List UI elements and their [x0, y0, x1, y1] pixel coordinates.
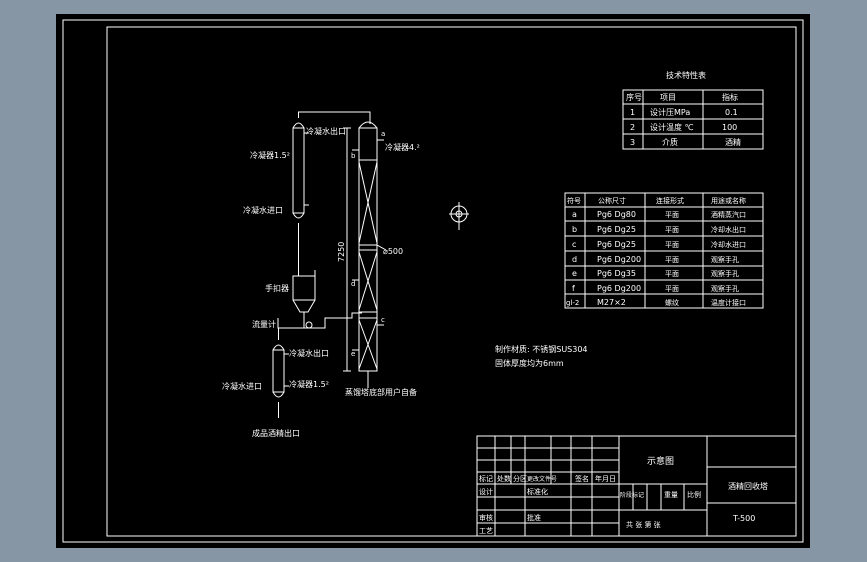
title-block: 示意图 酒精回收塔 T-500 标记 设计 审核 工艺 处数 分区 更改文件号 … [476, 435, 797, 537]
title-block-stage-label: 阶段标记 [620, 491, 644, 499]
separator-vessel [292, 270, 316, 322]
label-flowmeter: 流量计 [252, 319, 276, 329]
note-material: 制作材质: 不锈钢SUS304 [495, 344, 588, 354]
nozzle-row-connection: 平面 [665, 226, 679, 234]
tech-header-value: 指标 [722, 92, 738, 102]
nozzle-label-a: a [381, 130, 385, 138]
label-dim-diameter: ⌀500 [383, 247, 403, 256]
title-block-row-label: 工艺 [479, 527, 493, 535]
title-block-sheet-info: 共 张 第 张 [626, 520, 661, 529]
nozzle-row-size: Pg6 Dg25 [597, 225, 636, 234]
label-heater: 冷凝器4.² [385, 142, 420, 152]
tech-row-no: 2 [630, 123, 635, 132]
title-block-product-name: 酒精回收塔 [728, 481, 768, 491]
title-block-drawing-no: T-500 [732, 514, 755, 523]
note-thickness: 固体厚度均为6mm [495, 358, 564, 368]
label-cooling-water-out-bottom: 冷凝水出口 [289, 348, 329, 358]
title-block-mid-label: 批准 [527, 513, 541, 522]
tech-table-title: 技术特性表 [666, 70, 706, 80]
distillation-column [352, 121, 384, 388]
tech-row-no: 3 [630, 138, 635, 147]
nozzle-row-connection: 平面 [665, 241, 679, 249]
nozzle-header-connection: 连接形式 [656, 196, 684, 205]
nozzle-row-size: Pg6 Dg200 [597, 284, 641, 293]
nozzle-row-purpose: 冷却水进口 [711, 240, 746, 249]
title-block-stage-label: 比例 [687, 490, 701, 499]
nozzle-row-purpose: 观察手孔 [711, 284, 739, 293]
nozzle-row-purpose: 观察手孔 [711, 255, 739, 264]
title-block-col-label: 签名 [575, 474, 589, 483]
tech-header-item: 项目 [660, 93, 676, 102]
nozzle-row-size: Pg6 Dg80 [597, 210, 636, 219]
outer-border [62, 19, 804, 543]
nozzle-row-symbol: c [572, 240, 576, 249]
nozzle-table: 符号 公称尺寸 连接形式 用途或名称 a Pg6 Dg80 平面 酒精蒸汽口 b… [564, 192, 764, 309]
bottom-cooler [272, 328, 289, 418]
nozzle-row-size: M27×2 [597, 298, 626, 307]
tech-header-no: 序号 [626, 92, 642, 102]
tech-row-item: 设计温度 ℃ [650, 122, 694, 132]
top-condenser [292, 122, 309, 276]
label-dim-height: 7250 [337, 242, 346, 262]
nozzle-label-d: d [351, 280, 355, 288]
nozzle-row-purpose: 冷却水出口 [711, 225, 746, 234]
tech-row-value: 酒精 [725, 137, 741, 147]
nozzle-row-connection: 平面 [665, 270, 679, 278]
title-block-mid-label: 标准化 [527, 487, 548, 496]
nozzle-header-purpose: 用途或名称 [711, 196, 746, 205]
nozzle-row-purpose: 温度计接口 [711, 298, 746, 307]
title-block-col-label: 更改文件号 [527, 475, 557, 483]
nozzle-row-connection: 平面 [665, 285, 679, 293]
nozzle-row-purpose: 酒精蒸汽口 [711, 210, 746, 219]
label-cooling-water-out-top: 冷凝水出口 [306, 126, 346, 136]
title-block-col-label: 年月日 [595, 474, 616, 483]
label-condenser-top: 冷凝器1.5² [250, 150, 290, 160]
nozzle-label-e: e [351, 350, 355, 358]
label-cooling-water-in-top: 冷凝水进口 [243, 205, 283, 215]
nozzle-row-connection: 平面 [665, 211, 679, 219]
title-block-col-label: 处数 [497, 474, 511, 483]
nozzle-label-b: b [351, 152, 356, 160]
label-column-note: 蒸馏塔底部用户自备 [345, 387, 417, 397]
nozzle-row-symbol: d [572, 255, 577, 264]
tech-row-value: 0.1 [725, 108, 738, 117]
nozzle-label-c: c [381, 316, 385, 324]
title-block-drawing-name: 示意图 [647, 455, 674, 467]
nozzle-row-connection: 平面 [665, 256, 679, 264]
label-cooling-water-in-bottom: 冷凝水进口 [222, 381, 262, 391]
process-flow-diagram [272, 111, 469, 418]
nozzle-row-symbol: a [572, 210, 577, 219]
title-block-row-label: 标记 [479, 474, 493, 483]
label-separator: 手扣器 [265, 283, 289, 293]
nozzle-row-size: Pg6 Dg200 [597, 255, 641, 264]
nozzle-header-size: 公称尺寸 [598, 196, 626, 205]
inner-border [106, 26, 797, 537]
tech-row-item: 介质 [662, 137, 678, 147]
nozzle-row-purpose: 观察手孔 [711, 269, 739, 278]
nozzle-row-symbol: e [572, 269, 577, 278]
label-product-out: 成品酒精出口 [252, 428, 300, 438]
nozzle-row-connection: 螺纹 [665, 298, 679, 307]
tech-row-no: 1 [630, 108, 635, 117]
nozzle-row-symbol: f [572, 284, 575, 293]
nozzle-row-size: Pg6 Dg25 [597, 240, 636, 249]
drawing-sheet [56, 14, 810, 548]
nozzle-header-symbol: 符号 [567, 196, 581, 205]
label-cooler-bottom: 冷凝器1.5² [289, 379, 329, 389]
title-block-row-label: 设计 [479, 487, 493, 496]
nozzle-row-size: Pg6 Dg35 [597, 269, 636, 278]
nozzle-orientation-symbol [449, 202, 469, 230]
tech-row-item: 设计压MPa [650, 107, 690, 117]
tech-row-value: 100 [722, 123, 737, 132]
title-block-stage-label: 重量 [664, 491, 678, 499]
nozzle-row-symbol: b [572, 225, 577, 234]
tech-characteristics-table: 技术特性表 序号 项目 指标 1 设计压MPa 0.1 2 设计温度 ℃ 100… [622, 70, 764, 150]
title-block-col-label: 分区 [513, 474, 527, 483]
title-block-row-label: 审核 [479, 513, 493, 522]
nozzle-row-symbol: gl-2 [566, 299, 579, 307]
